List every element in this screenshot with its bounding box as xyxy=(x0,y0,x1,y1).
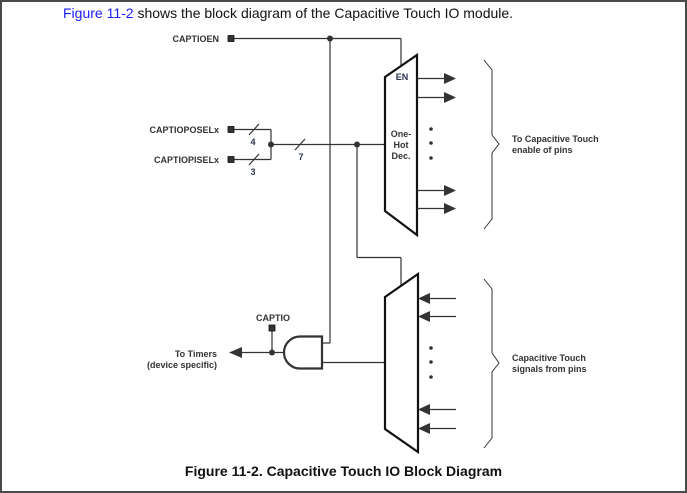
captio-pin-icon xyxy=(268,324,276,332)
mux-input-arrow-icon xyxy=(418,423,430,434)
timers-label-line-2: (device specific) xyxy=(147,360,217,370)
decoder-output-arrow-icon xyxy=(444,203,456,214)
to-timers-arrow-icon xyxy=(229,347,242,358)
captioposel-pin-icon xyxy=(227,126,235,133)
poselx-width-label: 4 xyxy=(250,137,255,147)
junction-dot xyxy=(327,35,333,42)
decoder-output-arrow-icon xyxy=(444,185,456,196)
ellipsis-dot xyxy=(429,127,433,131)
captioposel-label: CAPTIOPOSELx xyxy=(149,125,219,135)
mux-input-arrow-icon xyxy=(418,404,430,415)
outputs-brace xyxy=(483,59,500,230)
inputs-label-line-2: signals from pins xyxy=(512,364,587,374)
multiplexer xyxy=(383,271,420,455)
one-hot-decoder xyxy=(383,52,419,238)
outputs-label-line-1: To Capacitive Touch xyxy=(512,134,599,144)
captio-label: CAPTIO xyxy=(256,313,290,323)
piselx-bus-slash xyxy=(248,153,260,166)
mux-input-arrow-icon xyxy=(418,293,430,304)
decoder-output-arrow-icon xyxy=(444,92,456,103)
ellipsis-dot xyxy=(429,141,433,145)
decoder-label-line-2: Hot xyxy=(394,140,409,150)
figure-caption: Figure 11-2. Capacitive Touch IO Block D… xyxy=(184,463,503,479)
combined-bus-slash xyxy=(294,138,306,151)
decoder-enable-label: EN xyxy=(396,72,409,82)
decoder-output-arrow-icon xyxy=(444,73,456,84)
timers-label-line-1: To Timers xyxy=(175,349,217,359)
and-gate xyxy=(282,335,324,370)
combined-width-label: 7 xyxy=(298,152,303,162)
figure-link[interactable]: Figure 11-2 xyxy=(63,5,134,21)
captioen-pin-icon xyxy=(227,35,235,42)
captiopisel-label: CAPTIOPISELx xyxy=(154,155,219,165)
poselx-bus-slash xyxy=(248,123,260,136)
outputs-label-line-2: enable of pins xyxy=(512,145,573,155)
captioen-label: CAPTIOEN xyxy=(172,34,219,44)
junction-dot xyxy=(268,141,274,148)
ellipsis-dot xyxy=(429,346,433,350)
decoder-label-line-3: Dec. xyxy=(391,151,410,161)
junction-dot xyxy=(354,141,360,148)
decoder-label-line-1: One- xyxy=(391,129,412,139)
ellipsis-dot xyxy=(429,156,433,160)
captiopisel-pin-icon xyxy=(227,156,235,163)
ellipsis-dot xyxy=(429,375,433,379)
intro-paragraph: Figure 11-2 shows the block diagram of t… xyxy=(63,5,513,21)
inputs-label-line-1: Capacitive Touch xyxy=(512,353,586,363)
intro-text: shows the block diagram of the Capacitiv… xyxy=(133,5,514,21)
inputs-brace xyxy=(483,278,500,449)
junction-dot xyxy=(269,349,275,356)
mux-input-arrow-icon xyxy=(418,311,430,322)
ellipsis-dot xyxy=(429,360,433,364)
piselx-width-label: 3 xyxy=(250,167,255,177)
